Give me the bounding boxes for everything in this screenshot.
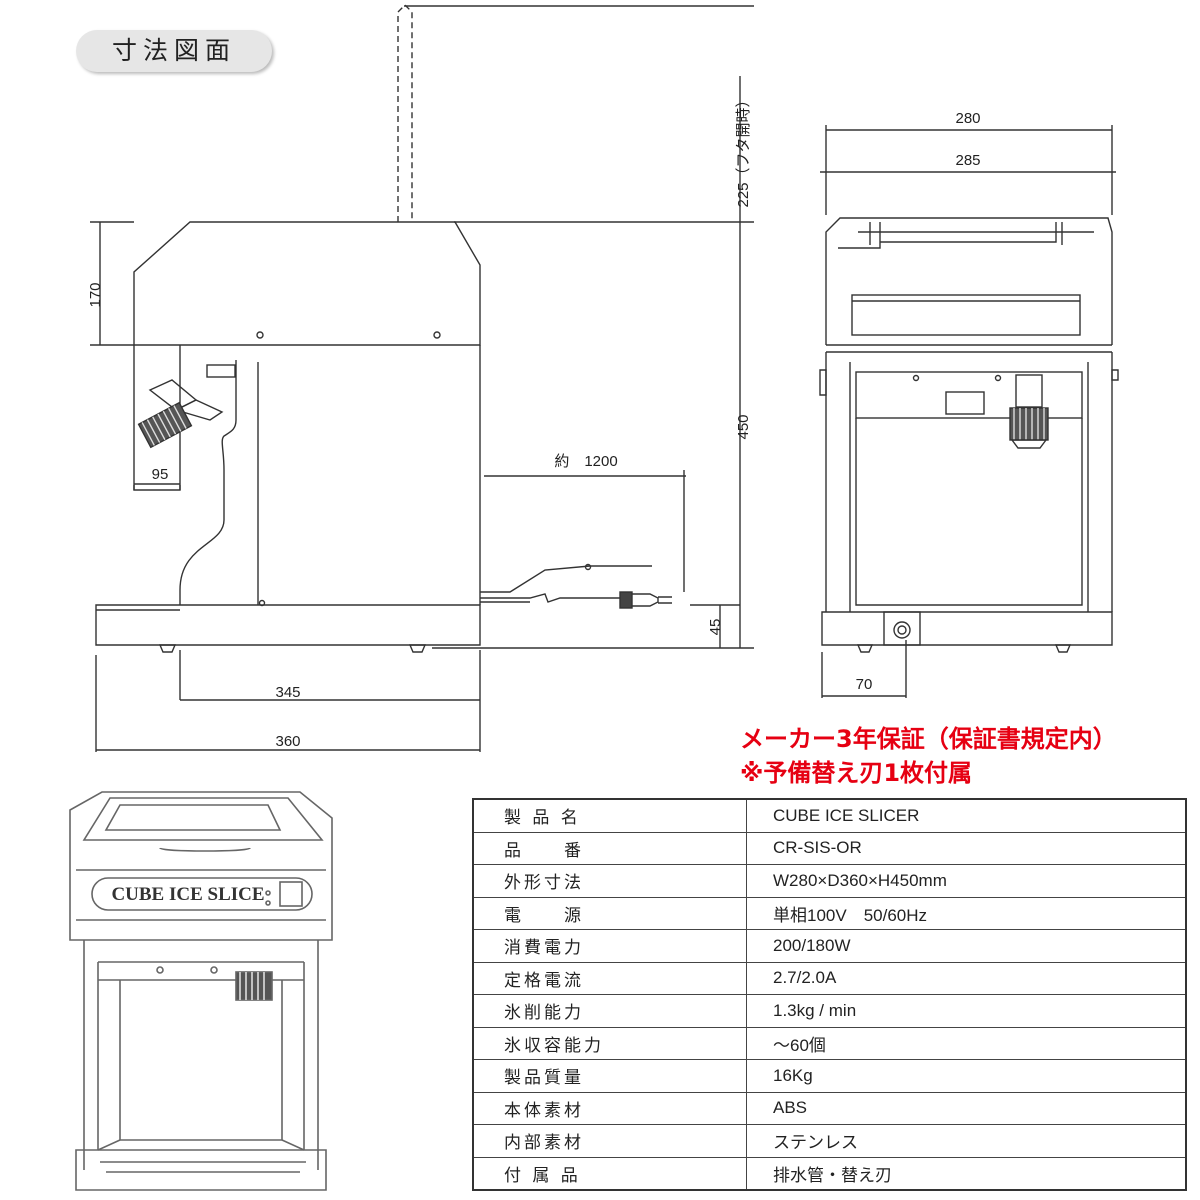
- spare-blade-line: ※予備替え刃1枚付属: [740, 759, 973, 787]
- dim-total-depth: 360: [275, 733, 300, 750]
- dim-cord-length: 約 1200: [554, 453, 617, 470]
- spec-value: 1.3kg / min: [746, 994, 1187, 1028]
- dim-top-height: 170: [87, 282, 104, 307]
- spec-row: 内部素材ステンレス: [472, 1124, 1187, 1158]
- spec-value: ABS: [746, 1091, 1187, 1125]
- dim-drain-offset: 70: [856, 676, 873, 693]
- dim-width-a: 280: [955, 110, 980, 127]
- product-label: CUBE ICE SLICE: [111, 884, 264, 905]
- front-lid: [825, 217, 1113, 345]
- spec-key: 電 源: [472, 896, 747, 930]
- spec-value: W280×D360×H450mm: [746, 864, 1187, 898]
- front-knob: [1009, 407, 1049, 449]
- spec-key: 外形寸法: [472, 864, 747, 898]
- spec-value: CR-SIS-OR: [746, 831, 1187, 865]
- spec-row: 電 源単相100V 50/60Hz: [472, 896, 1187, 930]
- product-illustration: [69, 791, 333, 1191]
- warranty-line: メーカー3年保証（保証書規定内）: [740, 725, 1117, 753]
- spec-key: 氷収容能力: [472, 1026, 747, 1060]
- spec-key: 本体素材: [472, 1091, 747, 1125]
- power-cord: [480, 565, 652, 593]
- spec-value: 排水管・替え刃: [746, 1156, 1187, 1191]
- spec-value: 単相100V 50/60Hz: [746, 896, 1187, 930]
- spec-value: ～60個: [746, 1026, 1187, 1060]
- spec-key: 付 属 品: [472, 1156, 747, 1191]
- side-base: [95, 604, 481, 646]
- lid-open-outline: [397, 4, 413, 222]
- dim-lid-open: 225（フタ開時）: [735, 92, 752, 207]
- spec-value: 2.7/2.0A: [746, 961, 1187, 995]
- warranty-notice: メーカー3年保証（保証書規定内） ※予備替え刃1枚付属: [740, 722, 1117, 790]
- spec-key: 氷削能力: [472, 994, 747, 1028]
- spec-key: 製 品 名: [472, 798, 747, 833]
- side-top-housing: [133, 221, 481, 346]
- spec-value: ステンレス: [746, 1124, 1187, 1158]
- dim-inner-depth: 345: [275, 684, 300, 701]
- spec-value: 200/180W: [746, 929, 1187, 963]
- dim-total-height: 450: [735, 414, 752, 439]
- spec-value: CUBE ICE SLICER: [746, 798, 1187, 833]
- spec-key: 内部素材: [472, 1124, 747, 1158]
- front-base: [821, 611, 1113, 646]
- front-body: [825, 352, 1113, 612]
- dim-width-b: 285: [955, 152, 980, 169]
- spec-value: 16Kg: [746, 1059, 1187, 1093]
- spec-row: 付 属 品排水管・替え刃: [472, 1156, 1187, 1191]
- spec-key: 定格電流: [472, 961, 747, 995]
- section-title-badge: 寸法図面: [76, 30, 272, 72]
- side-knob: [137, 401, 193, 449]
- spec-key: 品 番: [472, 831, 747, 865]
- spec-key: 消費電力: [472, 929, 747, 963]
- dim-base-height: 45: [707, 619, 724, 636]
- spec-row: 氷収容能力～60個: [472, 1026, 1187, 1060]
- dim-spout-depth: 95: [152, 466, 169, 483]
- spec-key: 製品質量: [472, 1059, 747, 1093]
